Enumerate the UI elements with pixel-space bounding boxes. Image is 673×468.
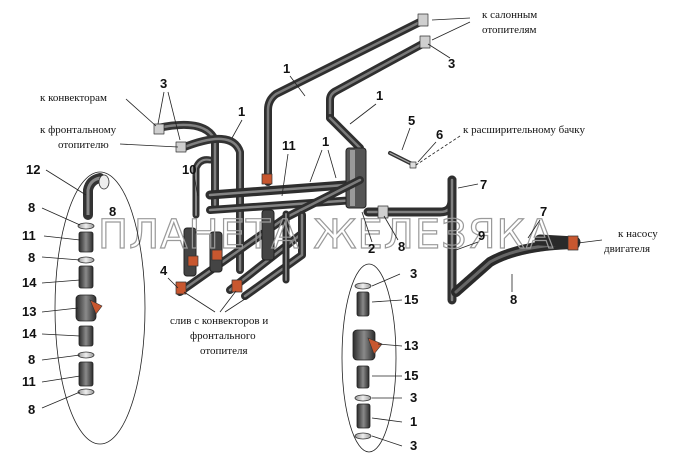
label-expansion: к расширительному бачку — [463, 124, 585, 136]
text-labels: к салонным отопителям к конвекторам к фр… — [40, 9, 658, 357]
part-1-tube — [356, 403, 371, 429]
number-7a: 7 — [480, 177, 487, 192]
part-8-ring — [77, 256, 95, 264]
number-10: 10 — [182, 162, 196, 177]
number-5: 5 — [408, 113, 415, 128]
callout-1: 1 — [410, 414, 417, 429]
callout-3: 3 — [410, 390, 417, 405]
callout-14: 14 — [22, 275, 37, 290]
callout-3: 3 — [410, 266, 417, 281]
part-11-tube — [78, 231, 94, 253]
label-frontal-line2: отопителю — [58, 139, 109, 151]
part-15-nipple — [356, 365, 370, 389]
part-14-nipple — [78, 265, 94, 289]
label-pump-line1: к насосу — [618, 228, 658, 240]
callout-8: 8 — [28, 250, 35, 265]
label-frontal-line1: к фронтальному — [40, 124, 117, 136]
part-12-clamp — [98, 174, 110, 190]
label-drain-line3: отопителя — [200, 345, 248, 357]
left-callout-group: 12 8 11 8 14 13 14 8 11 8 8 — [22, 162, 146, 445]
number-6: 6 — [436, 127, 443, 142]
part-8-ring — [77, 351, 95, 359]
callout-14: 14 — [22, 326, 37, 341]
label-salon-line2: отопителям — [482, 24, 537, 36]
label-convectors: к конвекторам — [40, 92, 107, 104]
callout-12: 12 — [26, 162, 40, 177]
part-8-ring — [77, 388, 95, 396]
number-9: 9 — [478, 228, 485, 243]
part-13-valve — [75, 294, 97, 322]
callout-13: 13 — [404, 338, 418, 353]
callout-15: 15 — [404, 292, 418, 307]
callout-15: 15 — [404, 368, 418, 383]
number-1d: 1 — [322, 134, 329, 149]
callout-3: 3 — [410, 438, 417, 453]
number-1a: 1 — [283, 61, 290, 76]
callout-11: 11 — [22, 228, 36, 243]
number-8b: 8 — [510, 292, 517, 307]
label-drain-line1: слив с конвекторов и — [170, 315, 268, 327]
number-11: 11 — [282, 138, 296, 153]
number-4: 4 — [160, 263, 168, 278]
number-3b: 3 — [448, 56, 455, 71]
part-14-nipple — [78, 325, 94, 347]
part-3-ring — [354, 432, 372, 440]
number-1b: 1 — [238, 104, 245, 119]
part-3-ring — [354, 282, 372, 290]
label-salon-line1: к салонным — [482, 9, 537, 21]
callout-8: 8 — [28, 402, 35, 417]
part-15-nipple — [356, 291, 370, 317]
callout-8: 8 — [28, 200, 35, 215]
number-7b: 7 — [540, 204, 547, 219]
watermark-text: ПЛАНЕТА ЖЕЛЕЗЯКА — [98, 212, 554, 258]
part-11-tube — [78, 361, 94, 387]
left-callout-ellipse — [54, 171, 146, 445]
number-8a: 8 — [398, 239, 405, 254]
number-2: 2 — [368, 241, 375, 256]
part-3-ring — [354, 394, 372, 402]
label-drain-line2: фронтального — [190, 330, 256, 342]
number-3a: 3 — [160, 76, 167, 91]
right-callout-group: 3 15 13 15 3 1 3 — [341, 263, 418, 453]
part-numbers: 3 3 1 1 1 1 11 10 5 6 7 7 9 2 8 8 4 — [157, 43, 547, 307]
callout-8: 8 — [28, 352, 35, 367]
callout-13: 13 — [22, 304, 36, 319]
callout-11: 11 — [22, 374, 36, 389]
callout-8-extra: 8 — [109, 204, 116, 219]
label-pump-line2: двигателя — [604, 243, 650, 255]
part-8-ring — [77, 222, 95, 230]
number-1c: 1 — [376, 88, 383, 103]
right-callout-ellipse — [341, 263, 397, 453]
pipe-network — [153, 13, 581, 305]
